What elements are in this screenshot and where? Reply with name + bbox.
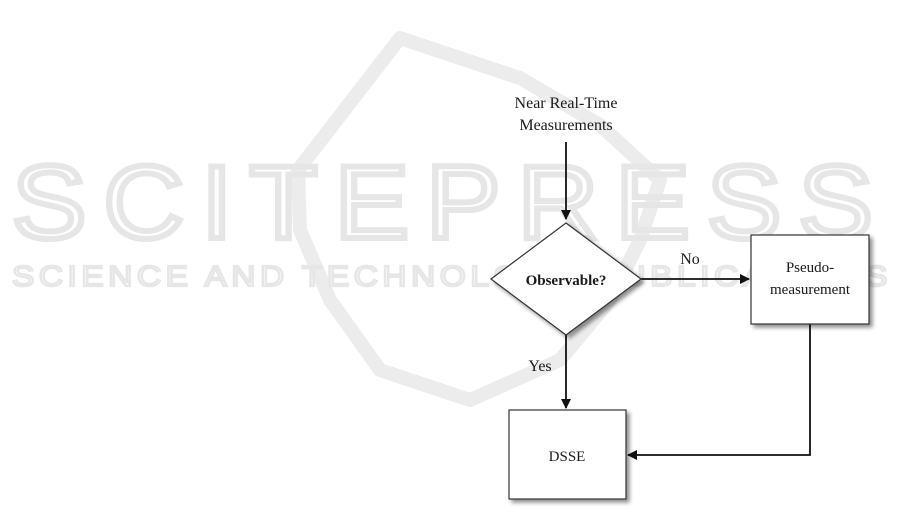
pseudo-label-line2: measurement — [770, 282, 851, 298]
input-node: Near Real-Time Measurements — [515, 95, 618, 134]
pseudo-measurement-node: Pseudo- measurement — [751, 235, 869, 324]
dsse-node: DSSE — [509, 410, 626, 499]
dsse-label: DSSE — [549, 449, 586, 465]
pseudo-measurement-box — [751, 235, 869, 324]
branch-yes-label: Yes — [528, 358, 551, 375]
input-label-line2: Measurements — [519, 117, 612, 134]
decision-label: Observable? — [526, 273, 607, 289]
watermark-logo: SCITEPRESS SCIENCE AND TECHNOLOGY PUBLIC… — [12, 38, 892, 400]
arrow-pseudo-to-dsse — [628, 324, 810, 455]
pseudo-label-line1: Pseudo- — [786, 260, 834, 276]
input-label-line1: Near Real-Time — [515, 95, 618, 112]
branch-no-label: No — [680, 251, 700, 268]
